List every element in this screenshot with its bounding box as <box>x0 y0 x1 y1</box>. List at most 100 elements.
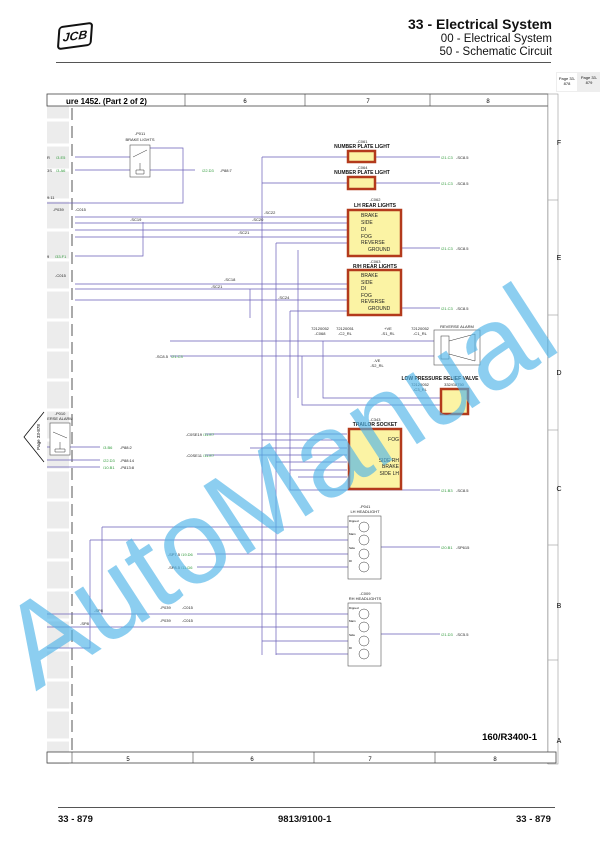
rh-headlights: -C009 RH HEADLIGHTS Dipped Main Side DI <box>347 591 382 667</box>
splice-label: -SC18 <box>224 277 236 282</box>
row-label: C <box>556 486 561 493</box>
low-pressure-relief-valve: LOW PRESSURE RELIEF VALVE 72120052 -C3_R… <box>401 376 479 416</box>
svg-text:/21.C3: /21.C3 <box>441 181 454 186</box>
svg-text:Main: Main <box>349 532 356 536</box>
section-subtitle: 00 - Electrical System <box>440 33 552 45</box>
column-label: 6 <box>243 99 247 105</box>
svg-text:REVERSE: REVERSE <box>361 299 386 305</box>
svg-text:-C068: -C068 <box>315 331 327 336</box>
svg-text:/21.D3: /21.D3 <box>441 632 454 637</box>
svg-text:ERSE ALARM: ERSE ALARM <box>47 416 73 421</box>
watermark: AutoManual <box>0 260 578 714</box>
svg-text:-C015: -C015 <box>75 207 87 212</box>
svg-text:/21.C3: /21.C3 <box>441 155 454 160</box>
svg-text:SIDE LH: SIDE LH <box>380 471 400 477</box>
svg-text:72120052: 72120052 <box>411 382 430 387</box>
splice-label: -SC24 <box>278 295 290 300</box>
svg-text:R/H REAR LIGHTS: R/H REAR LIGHTS <box>353 264 398 270</box>
footer-divider <box>58 807 555 808</box>
svg-text:-C1_RL: -C1_RL <box>413 331 428 336</box>
row-label: A <box>557 738 562 745</box>
column-label: 6 <box>250 757 254 763</box>
page-tab-current[interactable]: Page 33-879 <box>578 72 600 92</box>
svg-text:/20.B1: /20.B1 <box>441 545 453 550</box>
svg-text:GROUND: GROUND <box>368 306 391 312</box>
svg-text:-C343: -C343 <box>370 417 382 422</box>
row-label: D <box>556 370 561 377</box>
svg-text:72120052: 72120052 <box>411 326 430 331</box>
svg-text:72120052: 72120052 <box>311 326 330 331</box>
number-plate-light-c061: -C061 NUMBER PLATE LIGHT <box>334 139 390 164</box>
svg-text:-SP8: -SP8 <box>80 621 90 626</box>
column-label: 8 <box>486 99 490 105</box>
splice-label: -SC21 <box>238 230 250 235</box>
svg-text:/10.B1: /10.B1 <box>103 465 115 470</box>
svg-text:-C015: -C015 <box>182 618 194 623</box>
svg-text:-SC8.5: -SC8.5 <box>456 488 469 493</box>
lh-headlight: -P041 LH HEADLIGHT Dipped Main Side DI <box>347 504 382 580</box>
svg-text:-C061: -C061 <box>357 139 369 144</box>
footer-doc-number: 9813/9100-1 <box>278 814 332 825</box>
svg-text:Side: Side <box>349 546 355 550</box>
svg-text:-P88:2: -P88:2 <box>120 445 133 450</box>
svg-text:/21.B3: /21.B3 <box>441 488 453 493</box>
splice-label: -SC19 <box>130 217 142 222</box>
svg-text:3S: 3S <box>47 168 52 173</box>
svg-text:9: 9 <box>47 254 50 259</box>
brake-lights-switch: -P011 BRAKE LIGHTS <box>125 131 155 178</box>
svg-text:BRAKE: BRAKE <box>382 464 400 470</box>
svg-text:-C2_RL: -C2_RL <box>338 331 353 336</box>
svg-text:SIDE RH: SIDE RH <box>379 458 400 464</box>
svg-text:BRAKE: BRAKE <box>361 213 379 219</box>
svg-text:-SP7.5: -SP7.5 <box>168 552 181 557</box>
number-plate-light-c064: -C064 NUMBER PLATE LIGHT <box>334 165 390 191</box>
column-label: 7 <box>368 757 372 763</box>
svg-text:-SP615: -SP615 <box>456 545 470 550</box>
footer-page-right: 33 - 879 <box>516 814 551 825</box>
wires <box>47 147 440 655</box>
svg-text:/19.D6: /19.D6 <box>181 552 194 557</box>
svg-text:FOG: FOG <box>361 293 372 299</box>
svg-text:REVERSE ALARM: REVERSE ALARM <box>440 324 474 329</box>
svg-text:DI: DI <box>361 286 366 292</box>
svg-text:GROUND: GROUND <box>368 247 391 253</box>
trailor-socket: -C343 TRAILOR SOCKET FOG SIDE RH BRAKE S… <box>347 417 403 491</box>
svg-text:-C0SE11: -C0SE11 <box>186 453 203 458</box>
svg-text:FOG: FOG <box>361 234 372 240</box>
svg-text:-P010: -P010 <box>55 411 66 416</box>
svg-text:SIDE: SIDE <box>361 280 373 286</box>
svg-text:/22.D3: /22.D3 <box>202 168 215 173</box>
section-title: 33 - Electrical System <box>408 16 552 32</box>
page-tab-prev[interactable]: Page 33-878 <box>556 72 578 92</box>
svg-text:LOW PRESSURE RELIEF VALVE: LOW PRESSURE RELIEF VALVE <box>401 376 479 382</box>
row-label: B <box>557 603 562 610</box>
svg-text:-P039: -P039 <box>160 618 171 623</box>
svg-text:-SC8.5: -SC8.5 <box>456 181 469 186</box>
svg-text:-P88:14: -P88:14 <box>120 458 135 463</box>
svg-text:DI: DI <box>349 559 352 563</box>
svg-text:Side: Side <box>349 633 355 637</box>
svg-text:-SP8.5: -SP8.5 <box>168 565 181 570</box>
svg-text:-C3_RL: -C3_RL <box>413 387 428 392</box>
svg-text:-C009: -C009 <box>360 591 372 596</box>
section-subtitle-2: 50 - Schematic Circuit <box>439 46 552 58</box>
svg-text:72120051: 72120051 <box>336 326 355 331</box>
splice-label: -SC22 <box>264 210 276 215</box>
svg-text:LH REAR LIGHTS: LH REAR LIGHTS <box>354 203 397 209</box>
svg-text:NUMBER PLATE LIGHT: NUMBER PLATE LIGHT <box>334 144 390 150</box>
svg-text:/3.A6: /3.A6 <box>56 168 66 173</box>
svg-text:-S2_RL: -S2_RL <box>370 363 384 368</box>
svg-text:-P039: -P039 <box>53 207 64 212</box>
svg-text:-SP8: -SP8 <box>94 608 104 613</box>
svg-text:-P041: -P041 <box>360 504 371 509</box>
svg-text:-C063: -C063 <box>370 259 382 264</box>
side-page-tab[interactable]: Page 33-878 <box>23 411 45 463</box>
svg-text:-C0SE19: -C0SE19 <box>186 432 203 437</box>
svg-text:-C015: -C015 <box>182 605 194 610</box>
svg-text:-P88:7: -P88:7 <box>220 168 233 173</box>
svg-text:/21.C3: /21.C3 <box>171 354 184 359</box>
svg-text:-SC8.5: -SC8.5 <box>456 306 469 311</box>
svg-text:DI: DI <box>349 646 352 650</box>
svg-text:332/G8750: 332/G8750 <box>444 382 465 387</box>
